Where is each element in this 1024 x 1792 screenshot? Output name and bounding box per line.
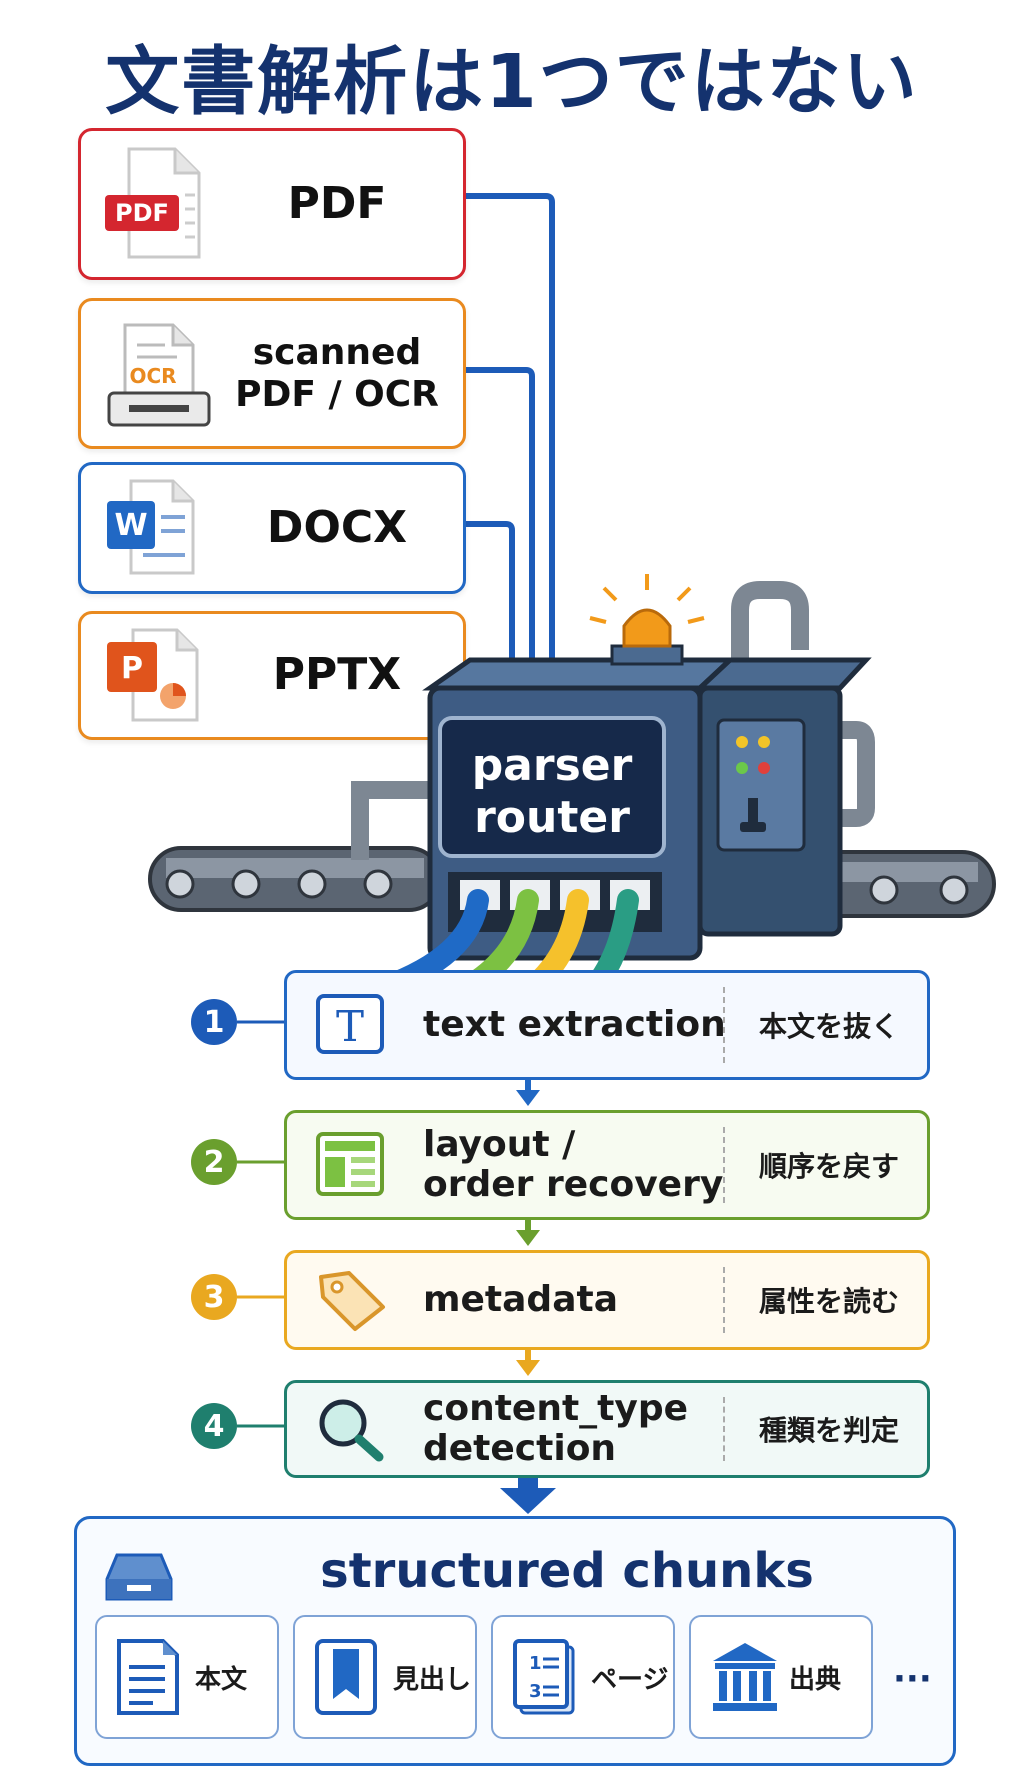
ocr-icon-text: OCR [129,364,176,388]
text-t-icon: T [315,993,385,1059]
page-title: 文書解析は1つではない [105,39,919,125]
step-text-extraction: T text extraction 本文を抜く [284,970,930,1080]
input-card-pdf: PDF PDF [78,128,466,280]
arrow-to-output [500,1488,556,1514]
arrow-3-4 [516,1360,540,1376]
chunk-card-source: 出典 [689,1615,873,1739]
docx-route-line [460,521,515,684]
svg-text:3: 3 [529,1681,542,1702]
input-card-ocr: OCR scanned PDF / OCR [78,298,466,449]
step-badge-4: 4 [191,1403,237,1449]
svg-text:T: T [336,1002,364,1051]
more-chunks-indicator: ··· [893,1659,932,1699]
bookmark-icon [313,1637,379,1721]
pdf-file-icon: PDF [103,145,203,267]
step-badge-3: 3 [191,1274,237,1320]
tray-icon [103,1549,175,1609]
machine-label-line1: parser [472,740,633,791]
step-content-type-detection: content_type detection 種類を判定 [284,1380,930,1478]
word-file-icon: W [103,477,203,581]
step-jp-2: 順序を戻す [758,1150,899,1183]
alarm-light-rays [589,574,705,624]
chunk-label-page: ページ [591,1664,669,1695]
tag-icon [315,1267,389,1337]
step-jp-4: 種類を判定 [758,1414,899,1447]
chunk-card-page: 1 3 ページ [491,1615,675,1739]
document-icon [115,1637,181,1721]
ocr-route-line [460,367,535,684]
input-card-docx: W DOCX [78,462,466,594]
pdf-route-line [460,193,555,676]
chunk-card-body: 本文 [95,1615,279,1739]
magnifier-icon [315,1395,387,1467]
chunk-label-source: 出典 [789,1664,842,1695]
step-badge-1: 1 [191,999,237,1045]
page-number-icon: 1 3 [511,1637,577,1721]
input-label-pdf: PDF [287,177,387,229]
arrow-1-2 [516,1090,540,1106]
step-name-3: metadata [423,1279,618,1321]
structured-chunks-panel: structured chunks 本文 見出し [74,1516,956,1766]
chunk-card-heading: 見出し [293,1615,477,1739]
docx-icon-text: W [114,508,147,543]
input-label-pptx: PPTX [272,649,402,701]
pipes [351,581,875,860]
layout-grid-icon [315,1131,385,1201]
machine-label-line2: router [474,792,630,843]
chunk-label-heading: 見出し [393,1664,472,1695]
institution-icon [709,1637,781,1721]
pptx-icon-text: P [121,651,143,686]
arrow-2-3 [516,1230,540,1246]
chunk-label-body: 本文 [195,1664,248,1695]
input-label-ocr: scanned PDF / OCR [235,332,439,415]
pdf-icon-text: PDF [115,199,169,227]
step-badge-2: 2 [191,1139,237,1185]
svg-text:1: 1 [529,1653,542,1674]
step-name-1: text extraction [423,1004,726,1046]
step-jp-3: 属性を読む [758,1285,899,1318]
step-metadata: metadata 属性を読む [284,1250,930,1350]
conveyor-left [148,846,442,912]
step-name-4: content_type detection [423,1388,689,1469]
step-name-2: layout / order recovery [423,1124,724,1205]
step-layout-recovery: layout / order recovery 順序を戻す [284,1110,930,1220]
input-label-docx: DOCX [266,501,408,553]
powerpoint-file-icon: P [103,624,207,728]
output-title: structured chunks [320,1543,814,1599]
step-jp-1: 本文を抜く [758,1010,899,1043]
input-card-pptx: P PPTX [78,611,466,740]
scanner-icon: OCR [103,315,213,437]
